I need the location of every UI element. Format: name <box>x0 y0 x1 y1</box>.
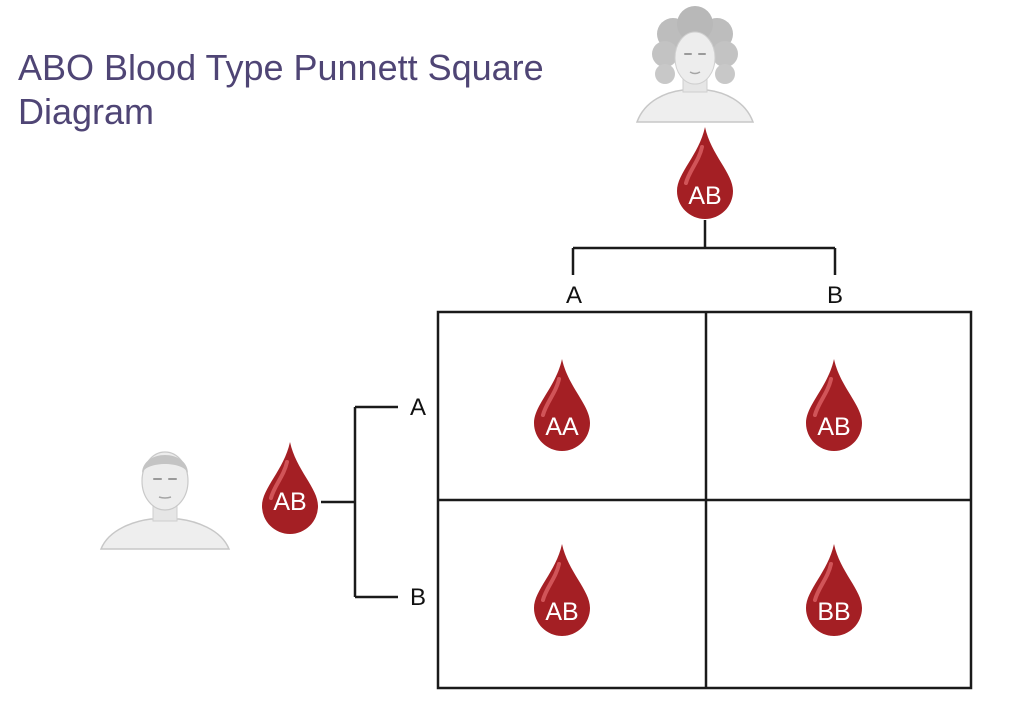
mother-allele-label-2: B <box>827 282 843 309</box>
offspring-genotype: AB <box>817 413 850 441</box>
diagram-title-line-1: ABO Blood Type Punnett Square <box>18 47 544 88</box>
offspring-genotype: AA <box>545 413 579 441</box>
offspring-genotype: AB <box>545 598 578 626</box>
male-portrait-icon <box>99 451 231 550</box>
diagram-title-line-2: Diagram <box>18 91 155 132</box>
offspring-genotype: BB <box>817 598 850 626</box>
father-allele-label-1: A <box>410 394 426 421</box>
mother-blood-drop: AB <box>675 125 735 220</box>
father-blood-type: AB <box>273 488 306 516</box>
mother-allele-bracket <box>571 220 837 275</box>
offspring-cell-1-1: AA <box>532 357 592 452</box>
mother-blood-type: AB <box>688 182 721 210</box>
punnett-square-grid <box>436 310 973 690</box>
offspring-cell-2-2: BB <box>804 542 864 637</box>
mother-allele-label-1: A <box>566 282 582 309</box>
father-allele-label-2: B <box>410 584 426 611</box>
father-blood-drop: AB <box>260 440 320 535</box>
father-allele-bracket <box>321 405 398 599</box>
offspring-cell-2-1: AB <box>532 542 592 637</box>
connector-lines <box>321 220 837 599</box>
diagram-title: ABO Blood Type Punnett Square Diagram <box>18 46 544 134</box>
offspring-cell-1-2: AB <box>804 357 864 452</box>
female-portrait-icon <box>635 6 755 123</box>
